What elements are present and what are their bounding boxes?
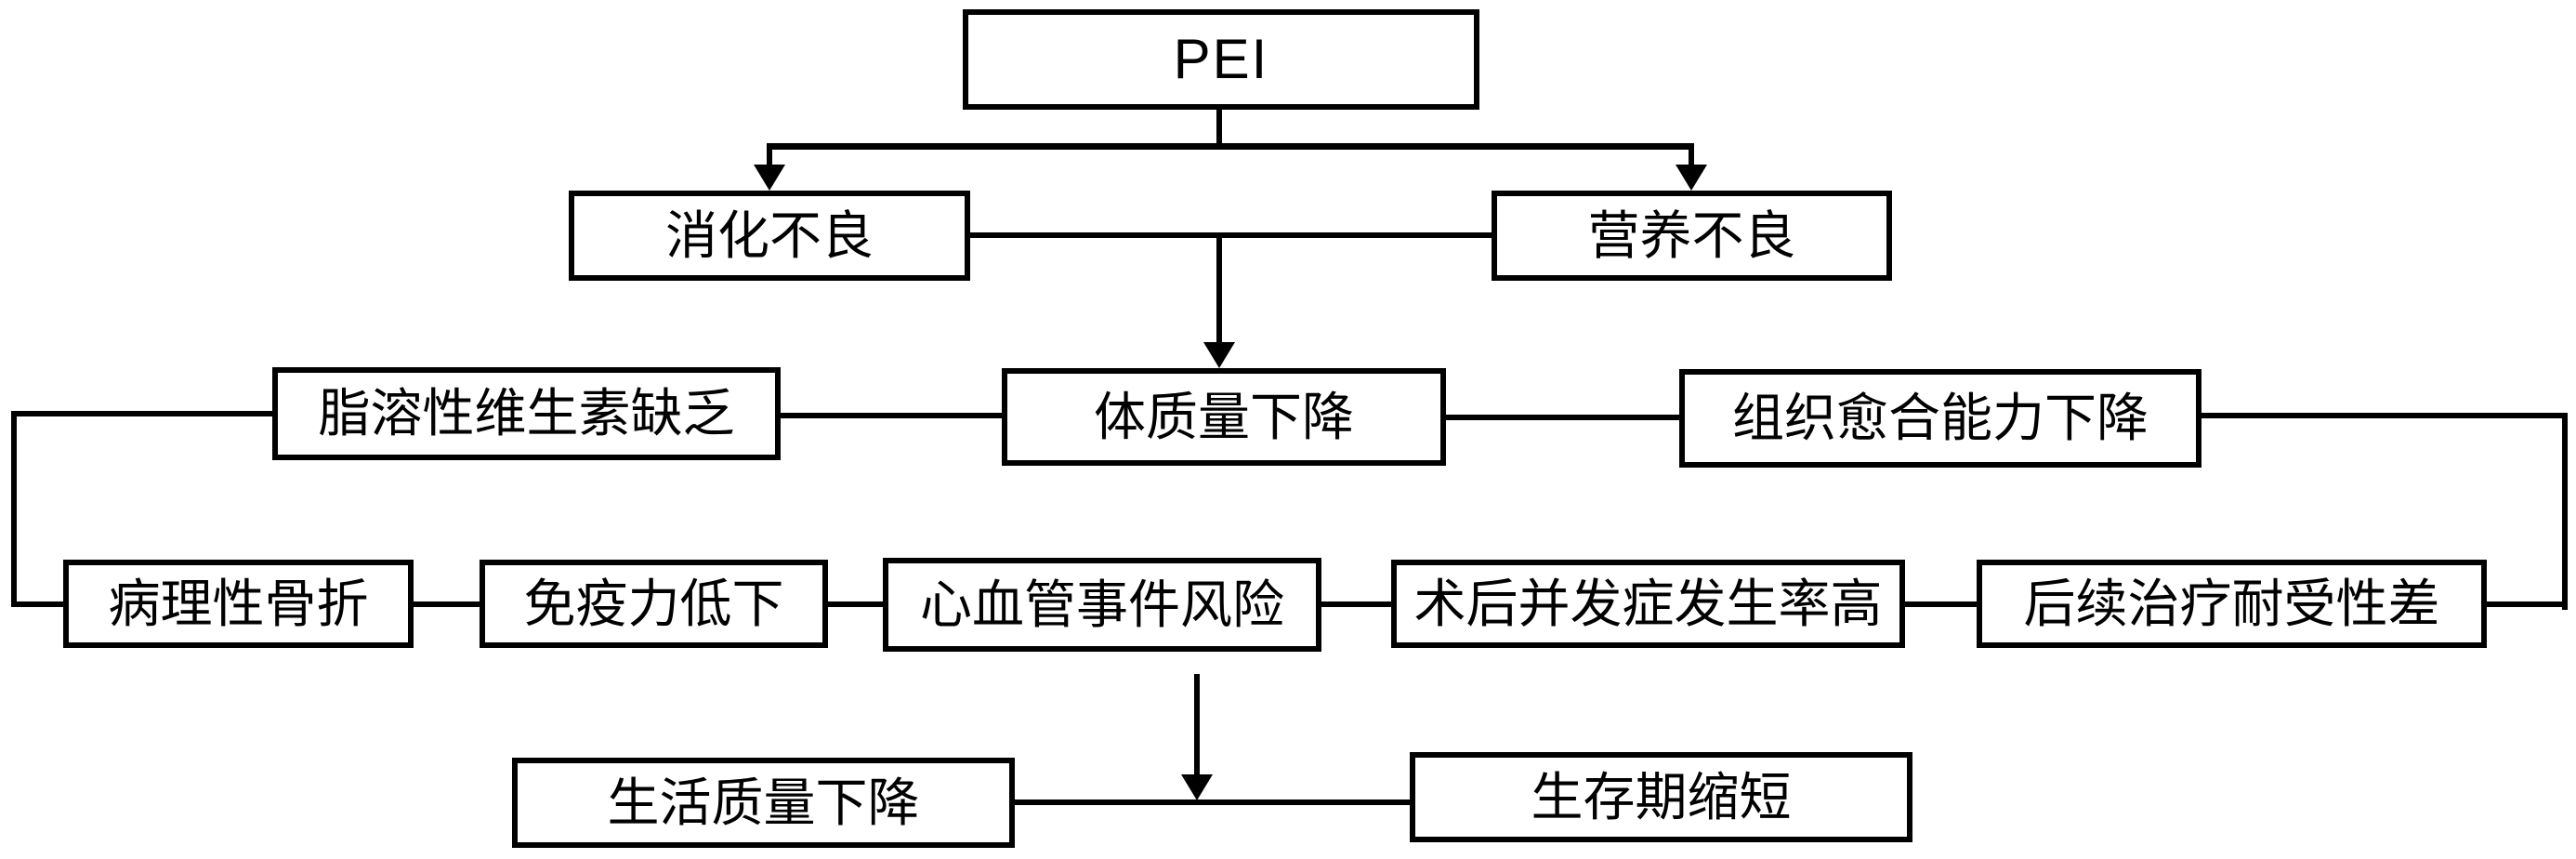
connector-indigestion-malnutrition xyxy=(970,232,1492,238)
node-pei: PEI xyxy=(963,9,1479,110)
node-low-immunity: 免疫力低下 xyxy=(480,560,828,648)
connector-left-hook-bottom xyxy=(11,601,63,607)
node-cardiovascular-risk: 心血管事件风险 xyxy=(883,558,1321,652)
connector-fracture-immunity xyxy=(414,601,480,607)
connector-immunity-cardio xyxy=(828,601,883,607)
connector-pei-stem xyxy=(1216,108,1222,149)
node-malnutrition: 营养不良 xyxy=(1492,191,1892,281)
node-quality-of-life-decline: 生活质量下降 xyxy=(512,758,1015,848)
connector-drop-malnutrition xyxy=(1689,143,1694,171)
arrowhead-down-malnutrition-icon xyxy=(1676,165,1707,191)
node-treatment-intolerance: 后续治疗耐受性差 xyxy=(1977,560,2487,648)
node-tissue-healing-decline: 组织愈合能力下降 xyxy=(1679,369,2201,468)
connector-cardio-postop xyxy=(1321,601,1391,607)
node-vitamin-deficiency: 脂溶性维生素缺乏 xyxy=(272,367,781,460)
arrowhead-down-indigestion-icon xyxy=(754,165,785,191)
connector-right-hook-bottom xyxy=(2487,601,2568,607)
connector-drop-bottom xyxy=(1194,674,1200,778)
node-shortened-survival: 生存期缩短 xyxy=(1410,752,1912,842)
connector-right-hook-top xyxy=(2201,413,2568,418)
connector-vitamin-weightloss xyxy=(781,413,1002,418)
node-indigestion: 消化不良 xyxy=(569,191,970,281)
connector-left-hook-vertical xyxy=(11,411,17,607)
connector-postop-intolerance xyxy=(1905,601,1977,607)
connector-qol-survival xyxy=(1015,800,1410,805)
arrowhead-down-weight-loss-icon xyxy=(1203,342,1235,368)
connector-drop-indigestion xyxy=(767,143,772,171)
connector-weightloss-tissue xyxy=(1446,415,1679,420)
connector-right-hook-vertical xyxy=(2562,413,2568,610)
node-postop-complications: 术后并发症发生率高 xyxy=(1391,560,1905,648)
connector-pei-branch-bar xyxy=(767,143,1694,150)
connector-left-hook-top xyxy=(11,411,272,416)
arrowhead-down-bottom-icon xyxy=(1181,774,1213,800)
node-weight-loss: 体质量下降 xyxy=(1002,368,1446,466)
connector-drop-weight-loss xyxy=(1216,232,1222,344)
node-pathologic-fracture: 病理性骨折 xyxy=(63,560,414,648)
